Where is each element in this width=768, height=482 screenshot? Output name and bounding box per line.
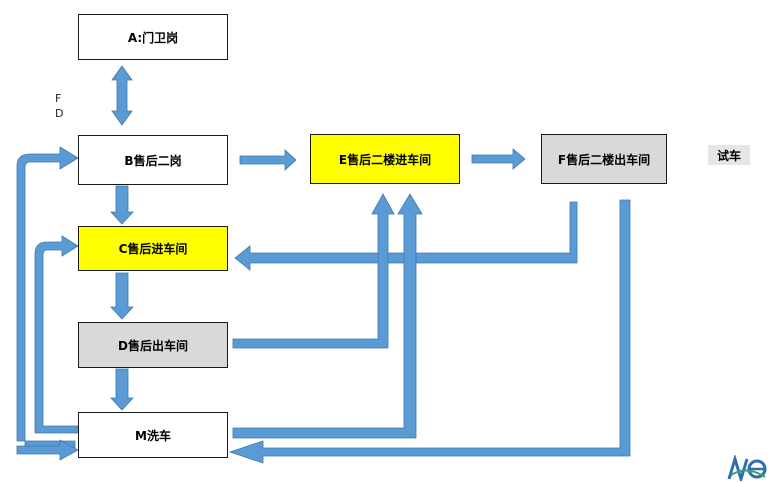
node-d-out-label: D售后出车间 [118,338,188,353]
arrow-left-into-m [16,439,79,461]
arrow-e-f [471,148,526,170]
node-b-post-label: B售后二岗 [124,153,182,168]
node-m-wash: M洗车 [78,412,228,458]
node-m-wash-label: M洗车 [135,428,171,443]
node-b-post: B售后二岗 [78,135,228,185]
arrow-m-b-loop [16,146,79,449]
arrow-gate-b [111,65,133,126]
arrow-b-c [110,185,134,225]
corner-logo-icon [727,455,767,481]
test-drive-label: 试车 [708,145,750,165]
arrow-d-e [232,193,395,349]
node-f-upper-out: F售后二楼出车间 [541,134,667,184]
arrow-m-e [232,193,423,439]
arrow-c-d [110,272,134,320]
node-c-in: C售后进车间 [78,226,228,271]
arrow-f-m [228,199,631,464]
side-text-f: F [55,92,62,105]
node-e-upper-in-label: E售后二楼进车间 [338,152,432,167]
arrow-m-c-loop [34,235,79,434]
node-f-upper-out-label: F售后二楼出车间 [557,152,651,167]
node-gate: A:门卫岗 [78,14,228,60]
node-e-upper-in: E售后二楼进车间 [310,134,460,184]
node-c-in-label: C售后进车间 [118,242,188,256]
arrow-d-m [110,368,134,411]
side-text-d: D [55,107,64,120]
arrow-b-e [239,149,297,171]
node-d-out: D售后出车间 [78,322,228,368]
node-gate-label: A:门卫岗 [127,30,179,45]
